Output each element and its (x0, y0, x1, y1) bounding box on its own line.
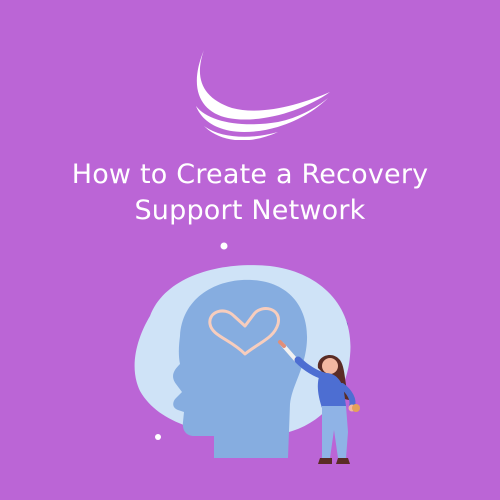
decor-dot-icon (155, 434, 161, 440)
head-silhouette (173, 279, 308, 458)
head-with-heart-illustration-icon (134, 242, 360, 464)
title-line-1: How to Create a Recovery (71, 159, 429, 190)
swoosh-logo-icon (196, 50, 330, 140)
title-line-2: Support Network (134, 195, 366, 226)
page-title: How to Create a Recovery Support Network (0, 157, 500, 229)
woman-figure (278, 340, 360, 464)
heart-outline (208, 307, 280, 356)
decor-dot-icon (220, 242, 228, 250)
